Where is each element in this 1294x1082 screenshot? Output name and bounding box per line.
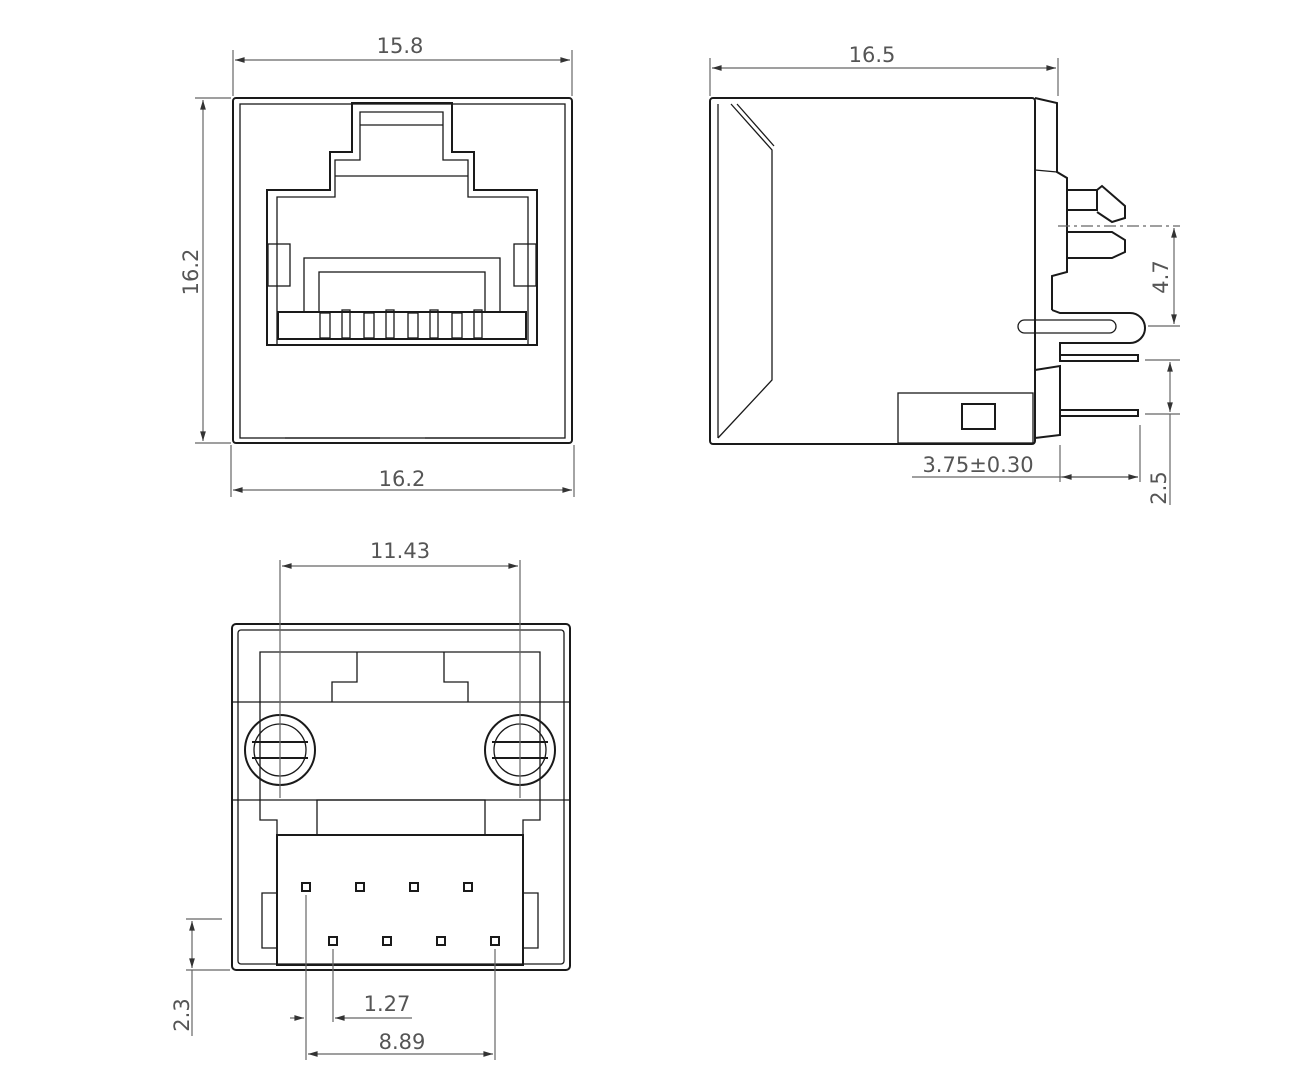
side-view: 16.5 4.7 2.5 3.75±0.30 bbox=[709, 43, 1180, 505]
bottom-view: 11.43 2.3 1.27 8.89 bbox=[170, 539, 571, 1060]
dim-side-tab-pitch: 4.7 bbox=[1149, 260, 1173, 293]
dim-bottom-pin-span: 8.89 bbox=[379, 1030, 426, 1054]
dim-bottom-row-offset: 2.3 bbox=[170, 998, 194, 1031]
dim-front-width-bottom: 16.2 bbox=[379, 467, 426, 491]
pin-holes bbox=[301, 882, 500, 946]
dim-side-pin-length: 2.5 bbox=[1147, 471, 1171, 504]
dim-side-pin-offset: 3.75±0.30 bbox=[922, 453, 1033, 477]
contact-teeth bbox=[319, 309, 483, 339]
dim-bottom-pin-pitch: 1.27 bbox=[364, 992, 411, 1016]
dim-side-depth: 16.5 bbox=[849, 43, 896, 67]
dim-bottom-post-spacing: 11.43 bbox=[370, 539, 430, 563]
front-view: 15.8 16.2 16.2 bbox=[179, 34, 575, 497]
dim-front-width-top: 15.8 bbox=[377, 34, 424, 58]
dim-front-height: 16.2 bbox=[179, 249, 203, 296]
